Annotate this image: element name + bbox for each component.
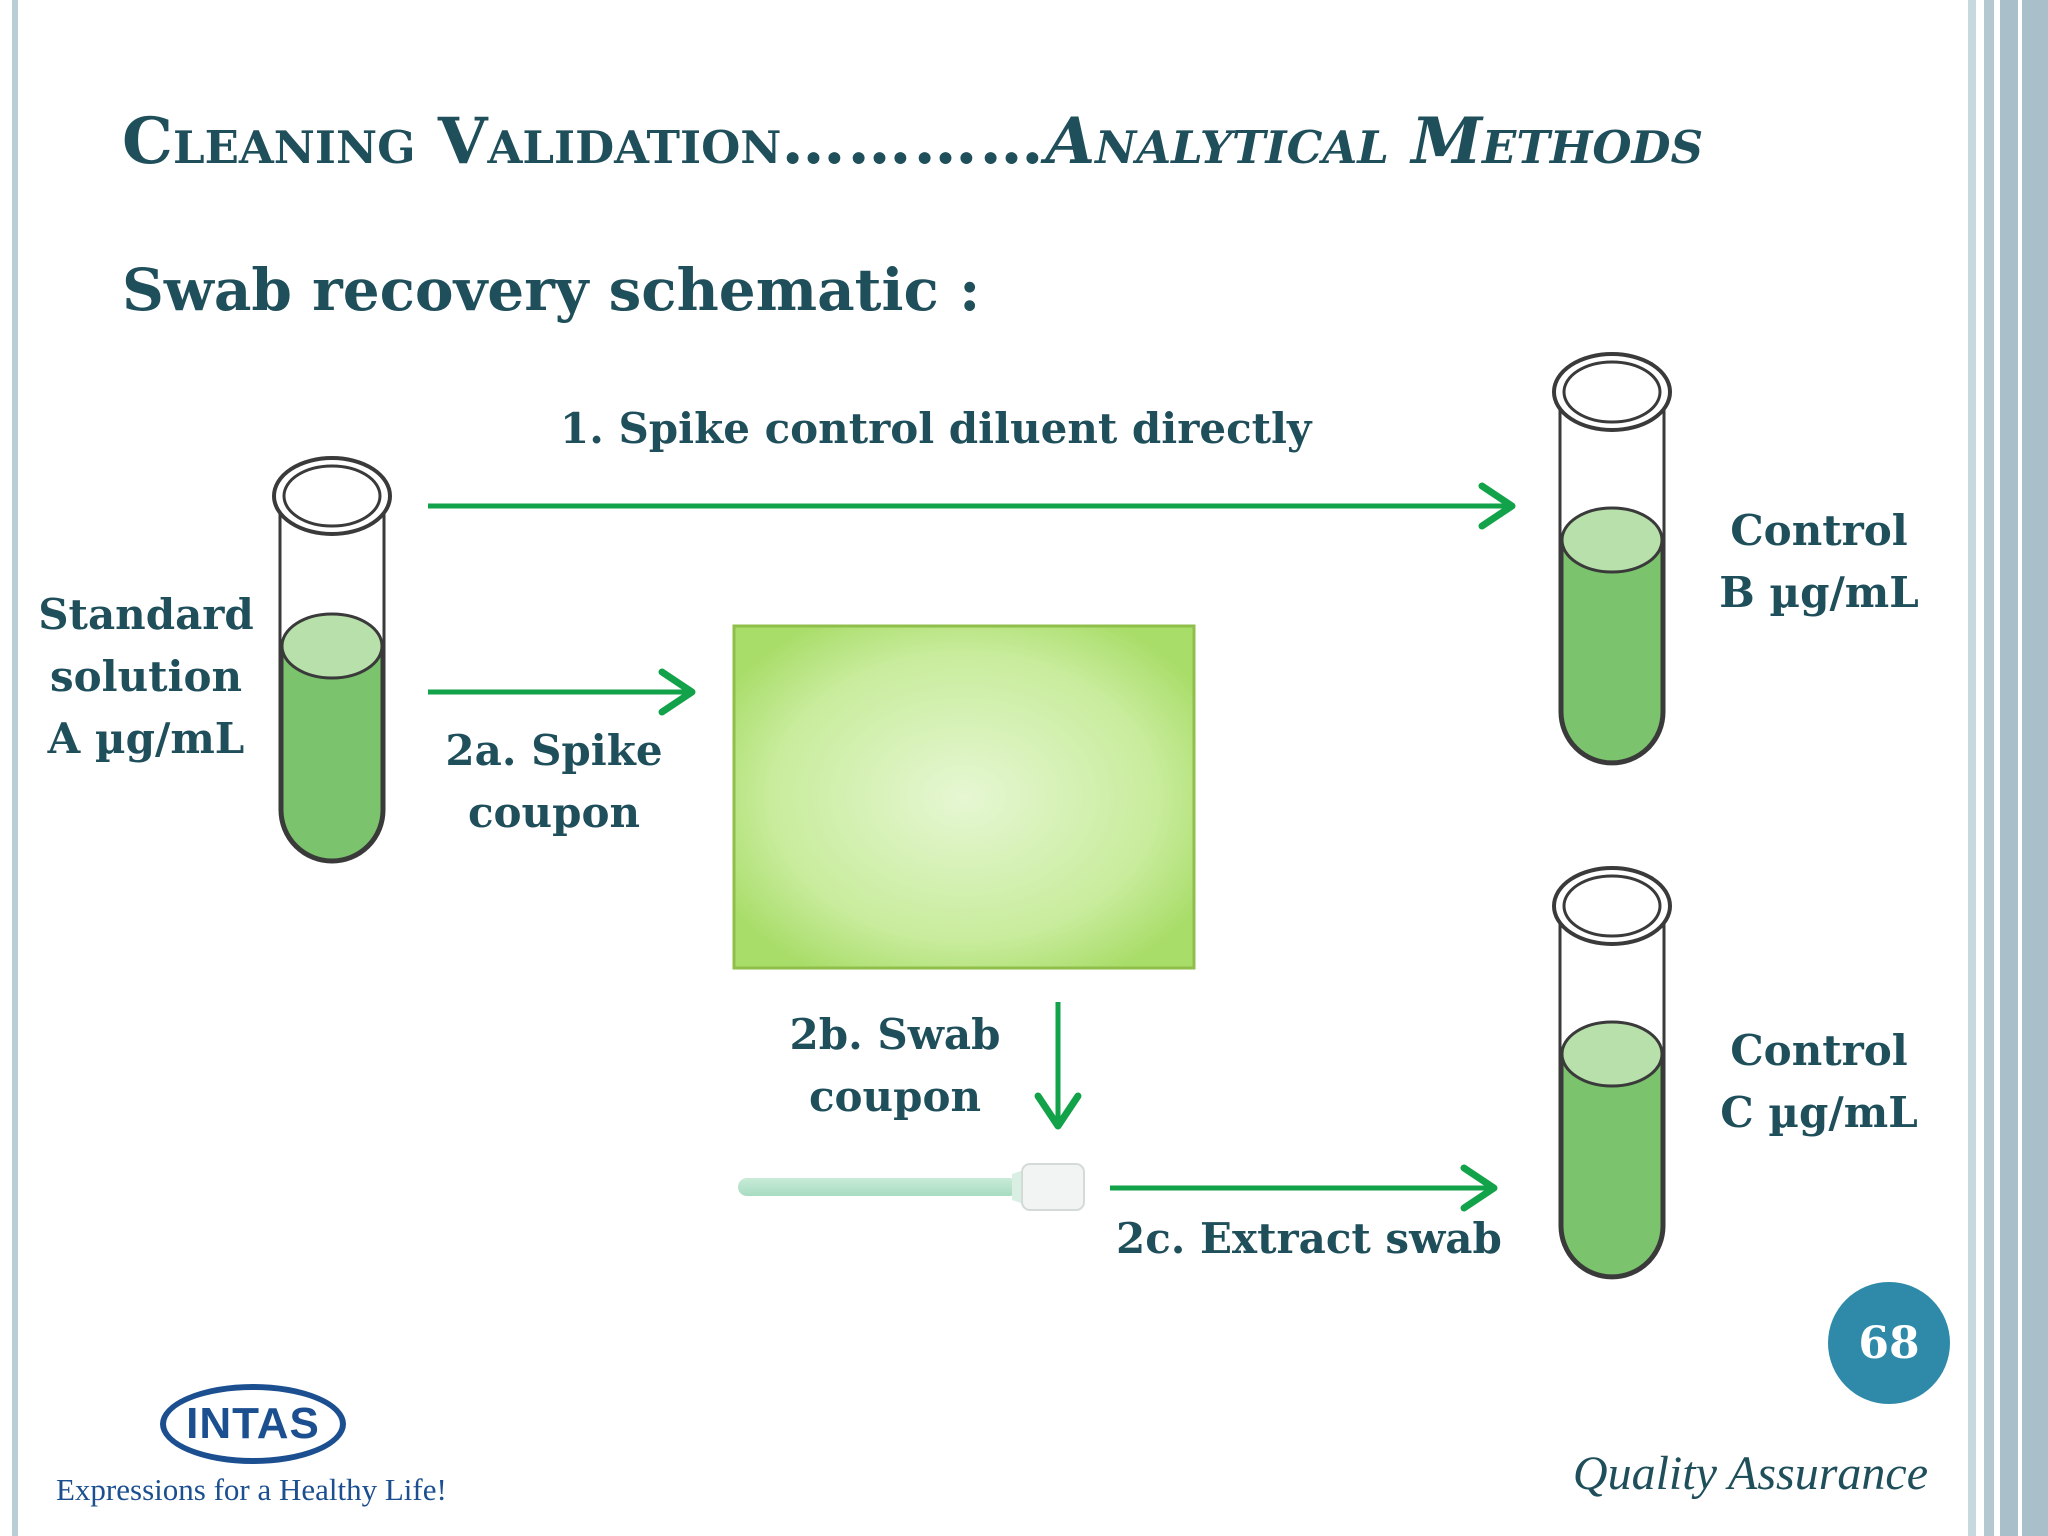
slide-title: Cleaning Validation…………Analytical Method…	[122, 104, 1703, 179]
step2a-line-2: coupon	[467, 788, 641, 837]
footer-quality-assurance: Quality Assurance	[1572, 1447, 1928, 1500]
control-b-label: Control B µg/mL	[1704, 500, 1934, 624]
title-main: Cleaning Validation	[122, 104, 782, 179]
slide-subtitle: Swab recovery schematic :	[122, 256, 981, 324]
intas-logo: INTAS	[160, 1384, 346, 1464]
logo-text: INTAS	[186, 1399, 320, 1448]
control-b-tube	[1552, 352, 1672, 766]
step2b-label: 2b. Swab coupon	[780, 1004, 1010, 1128]
control-c-label: Control C µg/mL	[1704, 1020, 1934, 1144]
swab-icon	[738, 1163, 1085, 1211]
logo-tagline: Expressions for a Healthy Life!	[56, 1472, 447, 1507]
standard-line-3: A µg/mL	[47, 714, 245, 763]
coupon-plate	[732, 624, 1196, 970]
step1-label: 1. Spike control diluent directly	[560, 404, 1312, 453]
page-number-badge: 68	[1828, 1282, 1950, 1404]
control-c-line-2: C µg/mL	[1720, 1088, 1918, 1137]
step2b-line-1: 2b. Swab	[789, 1010, 1001, 1059]
control-b-line-1: Control	[1730, 506, 1908, 555]
left-border-rule	[12, 0, 18, 1536]
step2a-label: 2a. Spike coupon	[444, 720, 664, 844]
step2b-line-2: coupon	[808, 1072, 982, 1121]
standard-solution-tube	[272, 456, 392, 864]
control-b-line-2: B µg/mL	[1719, 568, 1919, 617]
title-sub: Analytical Methods	[1045, 104, 1704, 179]
title-dots: …………	[781, 104, 1046, 179]
control-c-tube	[1552, 866, 1672, 1280]
step2c-label: 2c. Extract swab	[1116, 1214, 1502, 1263]
standard-line-1: Standard	[38, 590, 254, 639]
standard-line-2: solution	[49, 652, 243, 701]
standard-solution-label: Standard solution A µg/mL	[38, 584, 254, 770]
control-c-line-1: Control	[1730, 1026, 1908, 1075]
right-decorative-stripes	[1960, 0, 2048, 1536]
step2a-line-1: 2a. Spike	[445, 726, 663, 775]
